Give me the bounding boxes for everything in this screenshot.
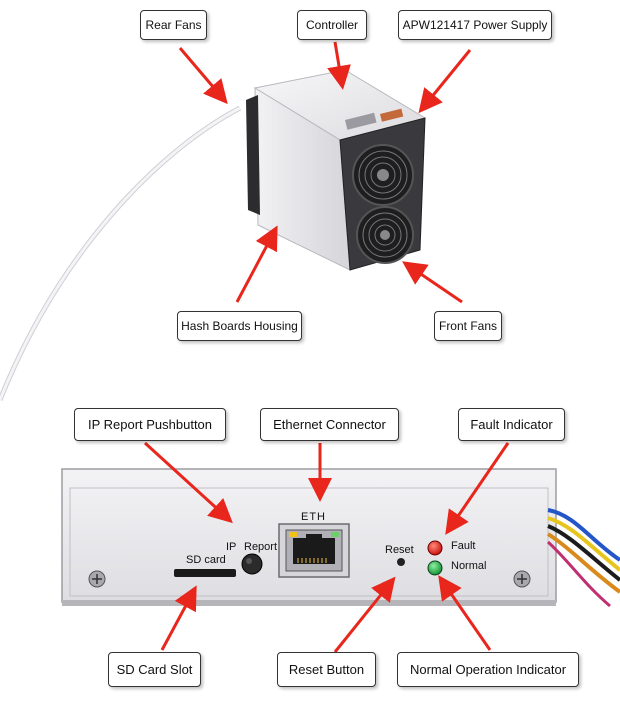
callout-sd-slot: SD Card Slot (108, 652, 201, 687)
callout-hash-boards: Hash Boards Housing (177, 311, 302, 341)
arrow-fault (445, 442, 510, 535)
ethernet-port (278, 523, 350, 578)
callout-ethernet: Ethernet Connector (260, 408, 399, 441)
arrow-controller (327, 41, 351, 90)
callout-rear-fans: Rear Fans (140, 10, 207, 40)
fault-led (427, 540, 443, 556)
normal-label: Normal (451, 560, 487, 572)
arrow-power-supply (418, 49, 472, 114)
normal-led (427, 560, 443, 576)
callout-power-supply: APW121417 Power Supply (398, 10, 552, 40)
wire-bundle (546, 508, 620, 608)
callout-ip-report: IP Report Pushbutton (74, 408, 226, 441)
arrow-ip-report (143, 441, 233, 524)
arrow-hash-boards (235, 225, 278, 303)
ip-label: IP (226, 541, 237, 553)
fault-label: Fault (451, 540, 476, 552)
report-label: Report (244, 541, 278, 553)
callout-fault-indicator: Fault Indicator (458, 408, 565, 441)
front-fan-top (352, 144, 414, 206)
callout-normal-indicator: Normal Operation Indicator (397, 652, 579, 687)
arrow-sd-slot (160, 585, 197, 651)
ip-report-pushbutton (241, 553, 263, 575)
sd-card-slot (174, 569, 236, 577)
arrow-normal (438, 575, 492, 651)
sd-card-label: SD card (186, 554, 226, 566)
arrow-front-fans (402, 261, 463, 304)
arrow-reset (333, 576, 396, 653)
callout-front-fans: Front Fans (434, 311, 502, 341)
screw-left (88, 570, 106, 588)
arrow-rear-fans (178, 47, 228, 105)
callout-controller: Controller (297, 10, 367, 40)
reset-label: Reset (385, 544, 414, 556)
eth-label: ETH (301, 511, 326, 523)
front-fan-bottom (356, 206, 414, 264)
screw-right (513, 570, 531, 588)
reset-button-hole (397, 558, 405, 566)
callout-reset-button: Reset Button (277, 652, 376, 687)
power-cable (0, 105, 242, 401)
